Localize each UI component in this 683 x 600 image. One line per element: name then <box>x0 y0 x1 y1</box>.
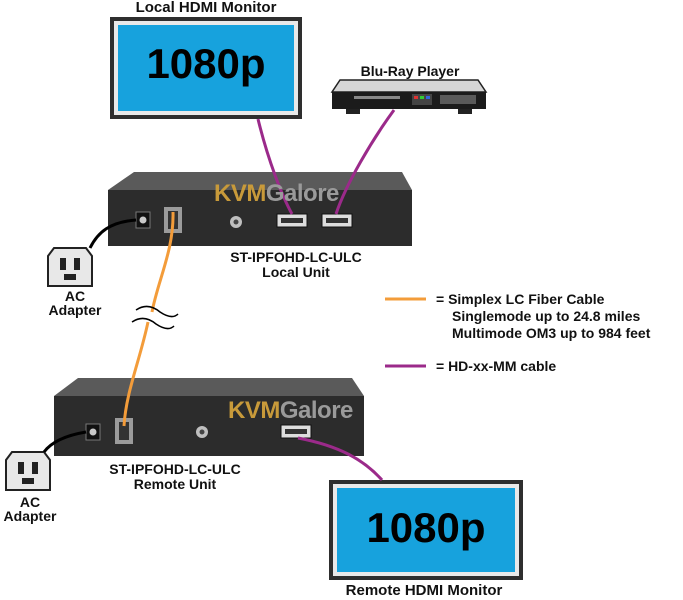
watermark-kvm: KVM <box>228 397 280 424</box>
hdmi-cable-remote-monitor <box>297 436 384 482</box>
remote-unit-watermark: KVMGalore <box>228 397 353 425</box>
legend-hdmi-line1: = HD-xx-MM cable <box>436 358 557 374</box>
local-unit-device <box>108 172 412 246</box>
local-unit-watermark: KVMGalore <box>214 180 339 208</box>
remote-power-cord <box>42 430 87 453</box>
remote-hdmi-monitor <box>329 480 523 580</box>
local-power-cord <box>88 218 137 249</box>
local-ac-adapter <box>47 247 93 287</box>
hdmi-cable-blu-ray <box>334 109 396 215</box>
remote-monitor-label: Remote HDMI Monitor <box>345 582 503 599</box>
legend-fiber-line2: Singlemode up to 24.8 miles <box>452 308 641 324</box>
remote-unit-role: Remote Unit <box>133 476 217 492</box>
local-monitor-resolution: 1080p <box>146 40 266 87</box>
local-unit-model: ST-IPFOHD-LC-ULC <box>230 249 362 265</box>
watermark-galore: Galore <box>279 397 354 424</box>
remote-ac-adapter <box>5 451 51 491</box>
blu-ray-player <box>330 79 488 114</box>
blu-ray-label: Blu-Ray Player <box>360 63 460 79</box>
watermark-galore: Galore <box>265 180 340 207</box>
local-adapter-line1: AC <box>64 288 86 304</box>
remote-monitor-resolution: 1080p <box>366 504 486 551</box>
local-hdmi-monitor <box>110 17 302 119</box>
hdmi-cable-local-monitor <box>256 118 294 215</box>
local-monitor-label: Local HDMI Monitor <box>135 0 277 16</box>
legend-fiber-line1: = Simplex LC Fiber Cable <box>436 291 605 307</box>
fiber-cable <box>122 211 175 427</box>
remote-adapter-line2: Adapter <box>3 508 57 524</box>
remote-adapter-line1: AC <box>19 494 41 510</box>
watermark-kvm: KVM <box>214 180 266 207</box>
local-adapter-line2: Adapter <box>48 302 102 318</box>
remote-unit-model: ST-IPFOHD-LC-ULC <box>109 461 241 477</box>
legend-fiber-line3: Multimode OM3 up to 984 feet <box>452 325 651 341</box>
local-unit-role: Local Unit <box>262 264 330 280</box>
fiber-break-mark <box>131 305 179 330</box>
